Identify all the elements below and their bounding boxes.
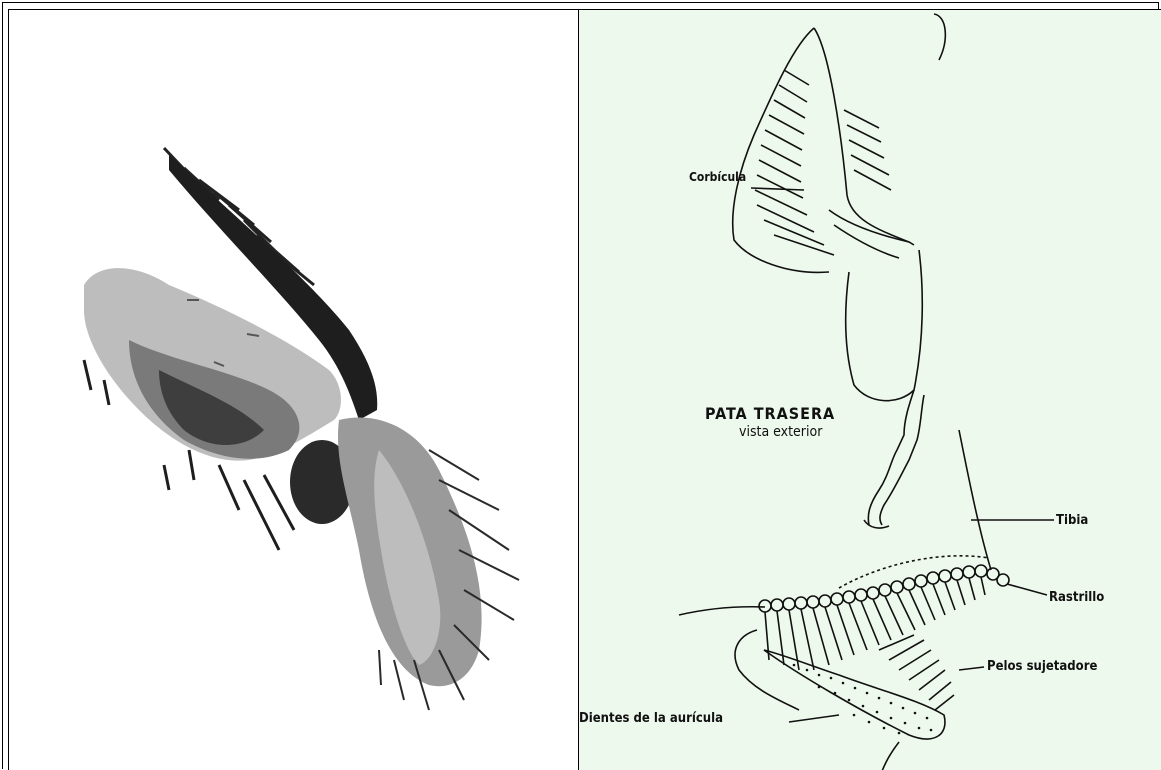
label-rastrillo: Rastrillo	[1049, 590, 1104, 605]
leg-photo-illustration	[9, 10, 578, 770]
corbicula-hairs	[755, 70, 909, 258]
lower-stem	[879, 742, 899, 770]
leader-pelos	[959, 667, 984, 670]
tibia-outline-left	[733, 28, 829, 272]
leg-line-drawing	[579, 10, 1161, 770]
label-vista-exterior: vista exterior	[739, 424, 822, 440]
leader-corbicula	[751, 188, 804, 190]
label-dientes-auricula: Dientes de la aurícula	[579, 711, 723, 726]
left-rim-line	[679, 607, 765, 615]
dashed-arc	[839, 556, 989, 588]
label-tibia: Tibia	[1056, 513, 1088, 528]
tarsus-outline-b	[880, 395, 924, 525]
auricle-outline	[764, 650, 945, 739]
pelos-hairs	[879, 635, 954, 710]
label-corbicula: Corbícula	[689, 170, 746, 184]
tarsus-outline-a	[868, 390, 914, 525]
tibia-outline-right	[814, 28, 914, 245]
leader-rastrillo	[1007, 584, 1047, 595]
hair-fringe	[164, 148, 314, 285]
leader-dientes	[789, 715, 839, 722]
tibia-spur	[934, 14, 945, 60]
comb-teeth	[765, 577, 985, 670]
basitarsus-outline	[846, 250, 923, 401]
leg-photo-panel	[8, 9, 578, 770]
lower-tibia-line	[959, 430, 991, 570]
labeled-diagram-panel: Corbícula PATA TRASERA vista exterior Ti…	[578, 9, 1161, 770]
auricle-dots	[793, 664, 933, 735]
label-pata-trasera: PATA TRASERA	[705, 404, 835, 423]
label-pelos-sujetadores: Pelos sujetadore	[987, 659, 1097, 674]
